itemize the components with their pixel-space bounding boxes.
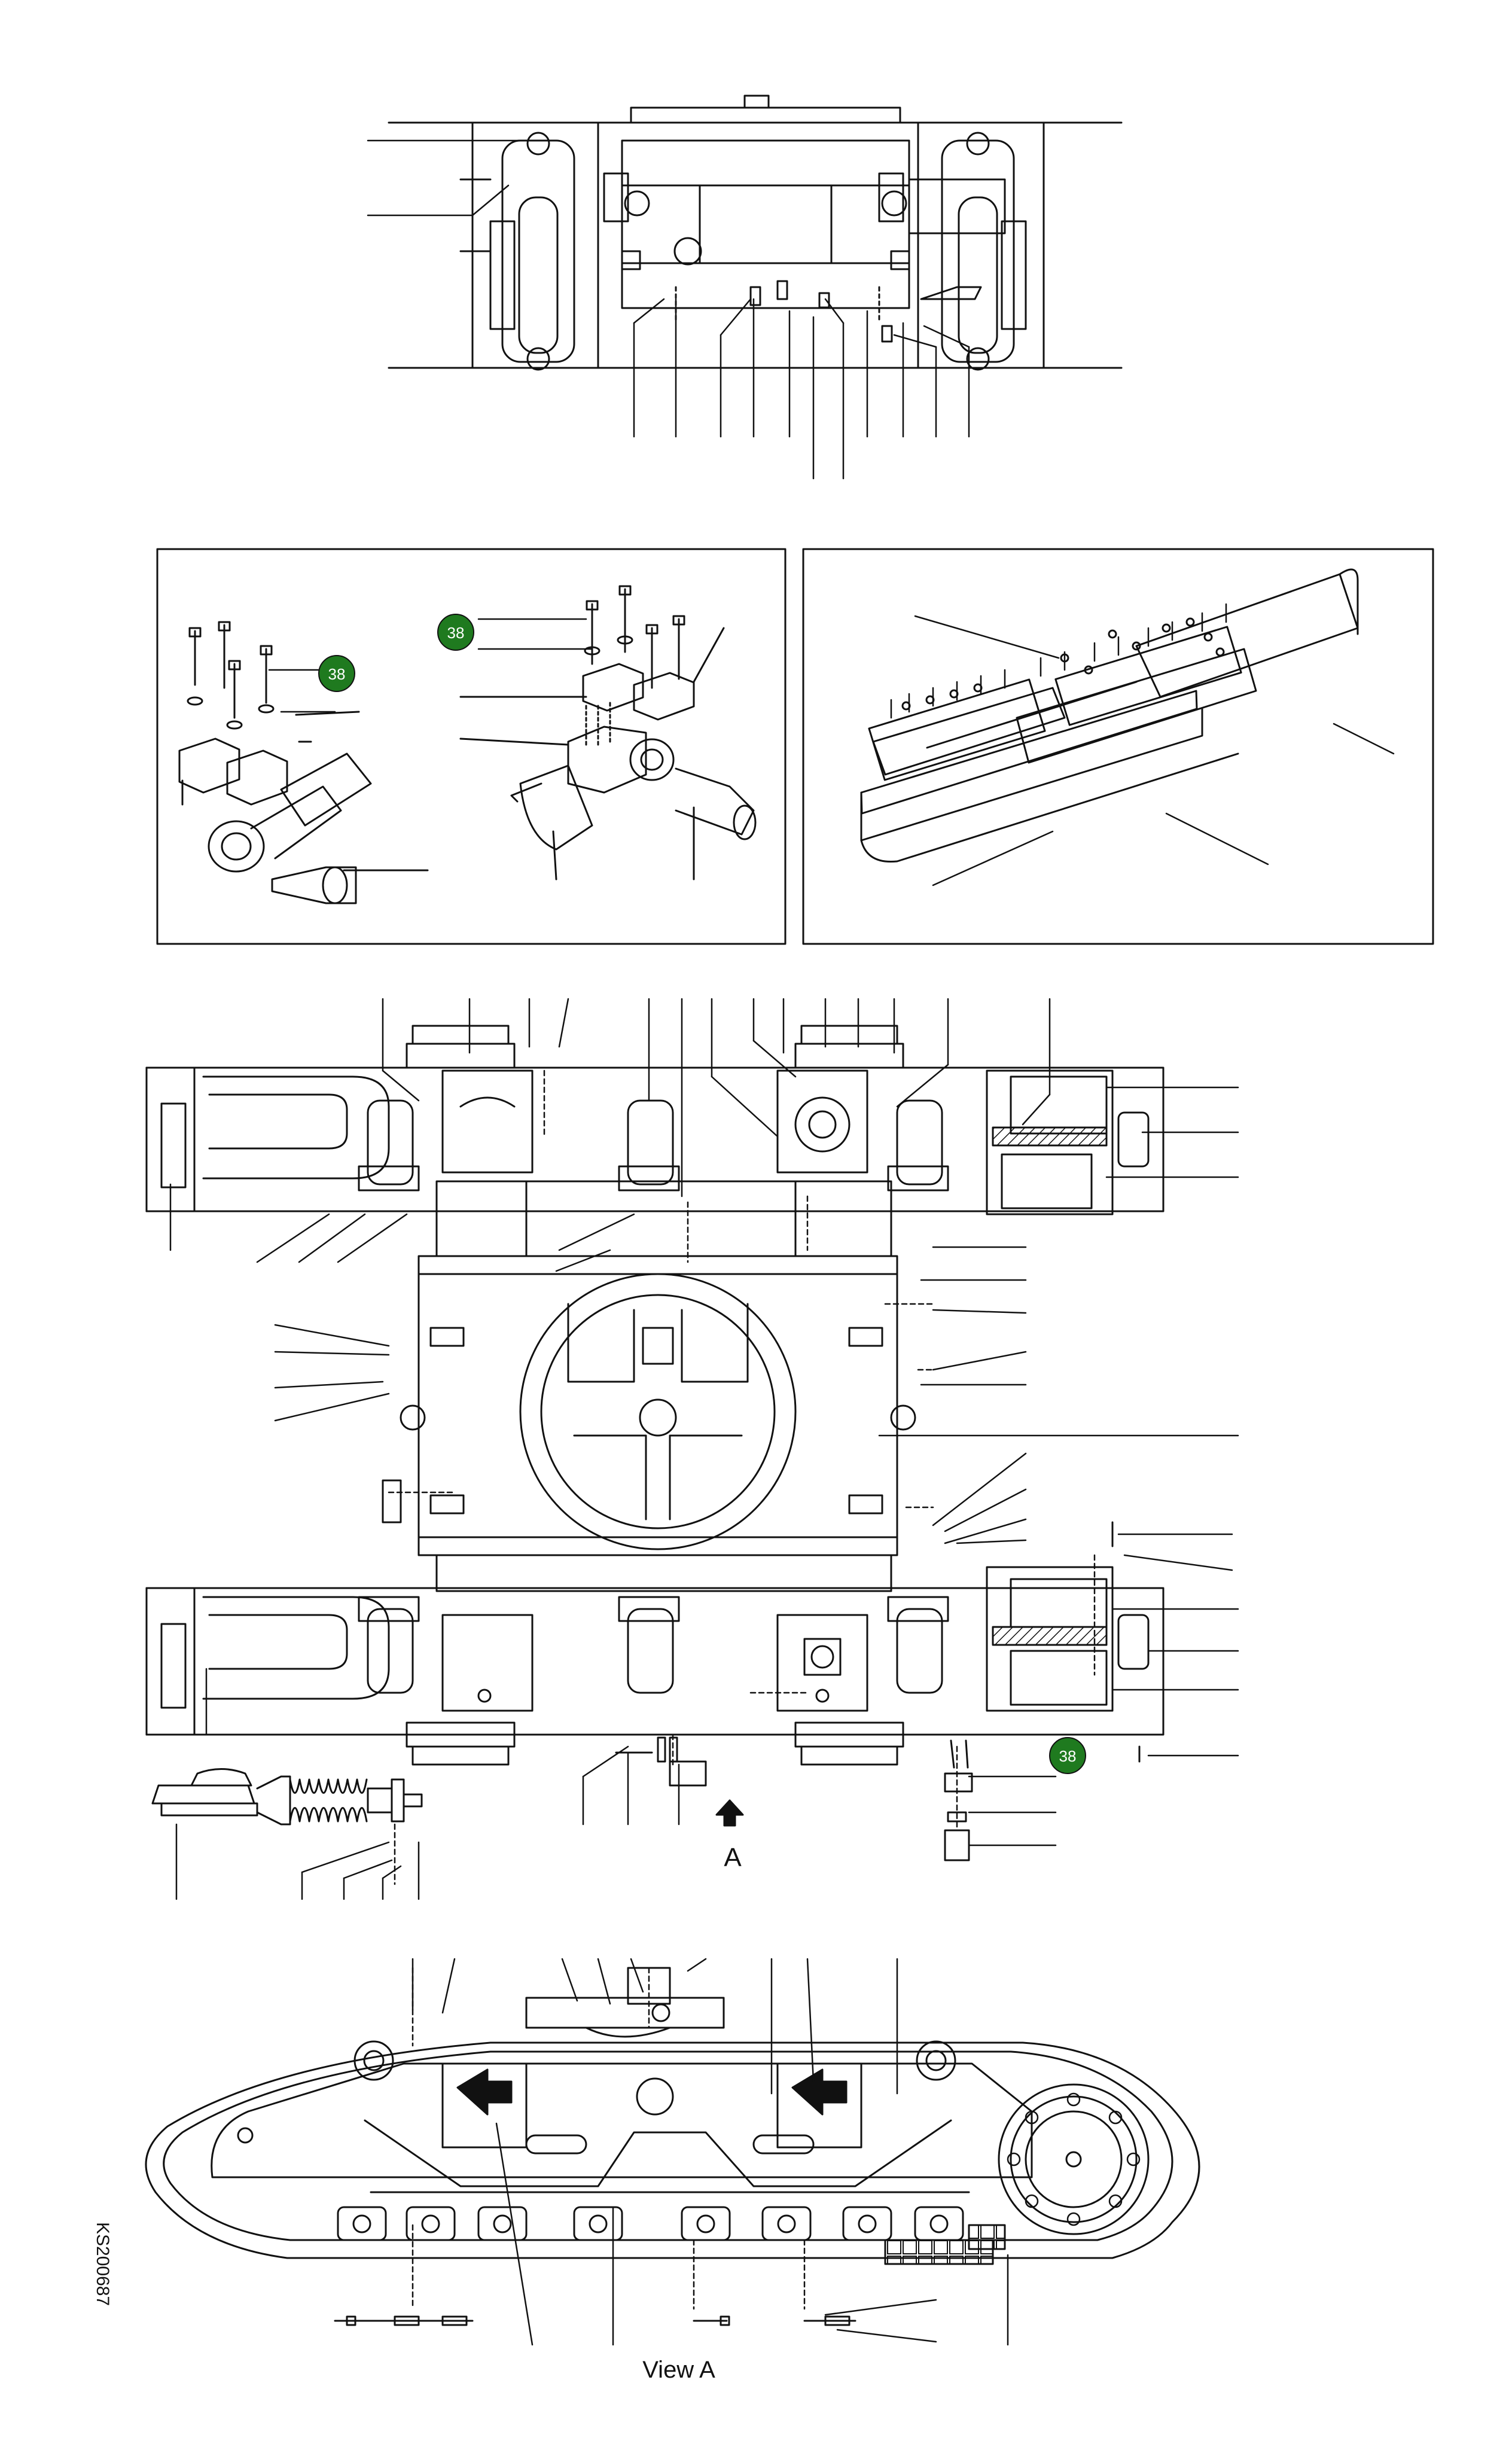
main-view-leaders — [169, 998, 1239, 1900]
main-plan-view — [145, 1025, 1165, 1766]
side-view-dashed-guides — [411, 1967, 806, 2310]
callout-badge-38-left: 38 — [318, 655, 355, 692]
view-a-hardware — [615, 1521, 1141, 1861]
top-assembly-view — [388, 95, 1123, 371]
side-view-fasteners — [334, 2315, 856, 2326]
badge-label: 38 — [328, 665, 346, 683]
track-guide-group — [860, 568, 1395, 886]
view-a-arrow-letter: A — [724, 1843, 742, 1872]
top-view-leaders — [367, 139, 970, 480]
view-a-caption: View A — [642, 2357, 715, 2383]
badge-label: 38 — [447, 624, 465, 642]
side-view-leaders — [411, 1958, 1009, 2346]
idler-spring-assembly — [151, 1768, 423, 1826]
drawing-code: KS200687 — [93, 2222, 112, 2306]
callout-badge-38-main: 38 — [1049, 1737, 1086, 1774]
undercarriage-side-view — [145, 1967, 1200, 2265]
view-a-direction-arrow — [715, 1799, 744, 1827]
pin-assembly-left-group — [178, 621, 429, 904]
main-view-dashed-guides — [388, 1069, 1096, 1885]
callout-badge-38-center: 38 — [437, 614, 474, 651]
pin-assembly-right-group — [459, 585, 757, 880]
badge-label: 38 — [1059, 1747, 1077, 1765]
detail-box-track-guide — [802, 548, 1434, 945]
detail-box-pin-assembly — [156, 548, 787, 945]
